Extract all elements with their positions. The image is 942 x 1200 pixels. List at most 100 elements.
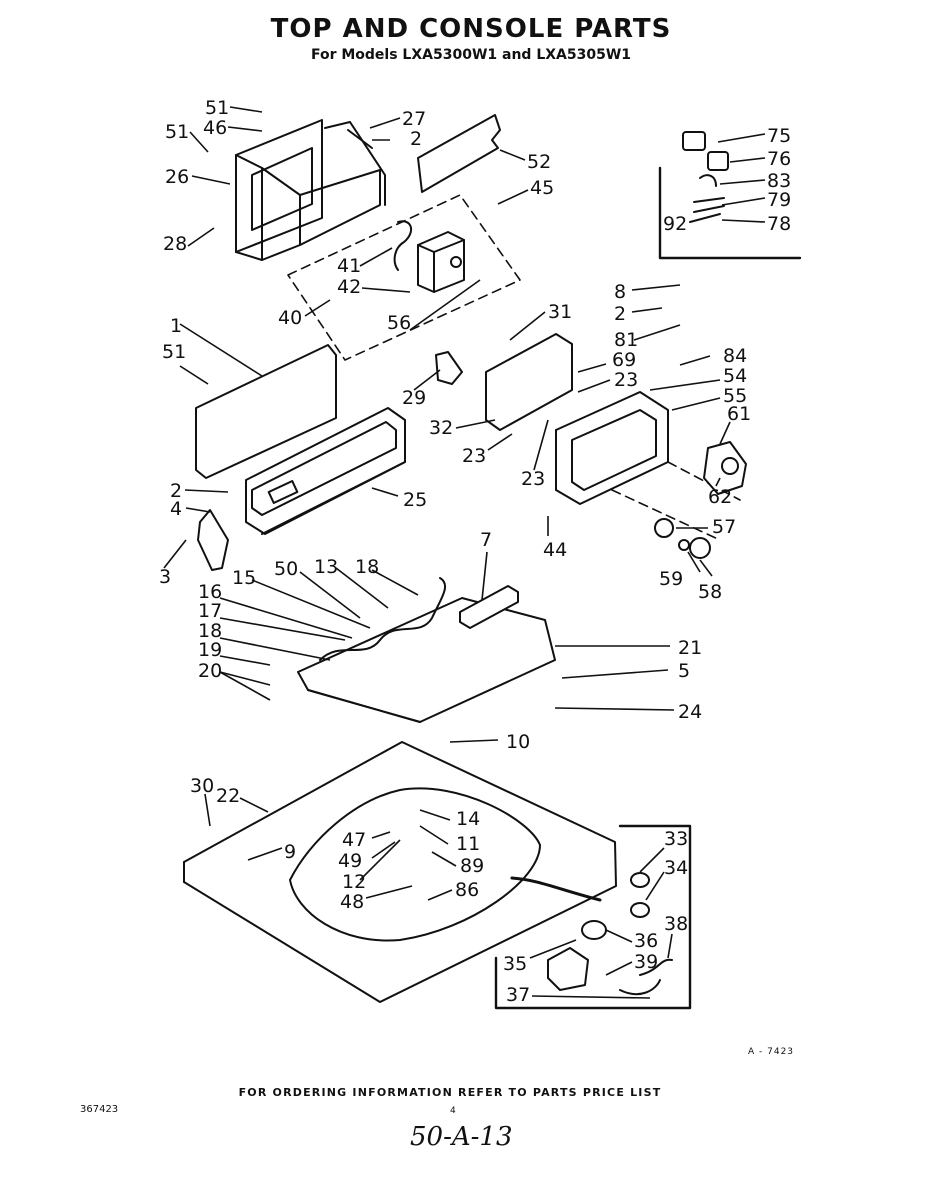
callout-label: 2 (170, 480, 182, 502)
callout-label: 42 (337, 276, 361, 298)
switch-plate-part (485, 333, 573, 431)
gasket-part (630, 902, 650, 918)
callout-label: 20 (198, 660, 222, 682)
timer-motor-part (417, 231, 465, 293)
callout-label: 15 (232, 567, 256, 589)
hose-part (619, 958, 673, 996)
callout-label: 41 (337, 255, 361, 277)
callout-label: 79 (767, 189, 791, 211)
inset-frame (494, 824, 692, 1010)
callout-label: 30 (190, 775, 214, 797)
callout-label: 46 (203, 117, 227, 139)
callout-label: 17 (198, 600, 222, 622)
cabinet-top-part (183, 741, 617, 1003)
callout-label: 27 (402, 108, 426, 130)
callout-label: 57 (712, 516, 736, 538)
callout-label: 47 (342, 829, 366, 851)
wire-lead-part (393, 220, 413, 271)
callout-label: 39 (634, 951, 658, 973)
callout-label: 7 (480, 529, 492, 551)
callout-label: 2 (614, 303, 626, 325)
callout-label: 32 (429, 417, 453, 439)
callout-label: 19 (198, 639, 222, 661)
lid-handle-part (459, 585, 519, 629)
callout-label: 13 (314, 556, 338, 578)
callout-label: 58 (698, 581, 722, 603)
clip-part (707, 151, 729, 171)
hose-part (510, 876, 602, 902)
callout-label: 44 (543, 539, 567, 561)
reference-code: A - 7423 (748, 1047, 795, 1057)
callout-label: 26 (165, 166, 189, 188)
control-panel-part (195, 344, 337, 479)
console-bracket-part (235, 119, 386, 261)
washer-part (654, 518, 674, 538)
callout-label: 38 (664, 913, 688, 935)
callout-label: 54 (723, 365, 747, 387)
callout-label: 23 (614, 369, 638, 391)
callout-label: 10 (506, 731, 530, 753)
callout-label: 33 (664, 828, 688, 850)
callout-label: 49 (338, 850, 362, 872)
callout-label: 23 (521, 468, 545, 490)
wire-harness-part (689, 197, 725, 223)
callout-label: 5 (678, 660, 690, 682)
wire-harness-part (319, 577, 446, 661)
nut-part (689, 537, 711, 559)
door-frame-part (555, 391, 669, 505)
pump-part (547, 947, 589, 991)
door-outline (667, 461, 741, 501)
callout-label: 40 (278, 307, 302, 329)
callout-label: 3 (159, 566, 171, 588)
callout-label: 24 (678, 701, 702, 723)
knob-part (721, 457, 739, 475)
callout-label: 83 (767, 170, 791, 192)
gasket-part (630, 872, 650, 888)
switch-part (435, 351, 463, 385)
callout-label: 16 (198, 581, 222, 603)
callout-label: 61 (727, 403, 751, 425)
callout-label: 14 (456, 808, 480, 830)
callout-label: 45 (530, 177, 554, 199)
callout-label: 55 (723, 385, 747, 407)
callout-label: 35 (503, 953, 527, 975)
ordering-note: FOR ORDERING INFORMATION REFER TO PARTS … (238, 1086, 662, 1099)
callout-label: 86 (455, 879, 479, 901)
callout-label: 4 (170, 498, 182, 520)
end-cap-part (197, 509, 229, 571)
callout-label: 2 (410, 128, 422, 150)
callout-label: 51 (162, 341, 186, 363)
inset-frame (658, 166, 802, 260)
callout-label: 9 (284, 841, 296, 863)
callout-label: 23 (462, 445, 486, 467)
callout-label: 25 (403, 489, 427, 511)
callout-label: 36 (634, 930, 658, 952)
door-outline (611, 489, 721, 541)
callout-label: 48 (340, 891, 364, 913)
callout-label: 69 (612, 349, 636, 371)
callout-label: 18 (355, 556, 379, 578)
callout-label: 89 (460, 855, 484, 877)
callout-label: 8 (614, 281, 626, 303)
handwritten-note: 50-A-13 (410, 1122, 513, 1152)
console-part (245, 407, 406, 535)
spacer-part (678, 539, 690, 551)
callout-label: 59 (659, 568, 683, 590)
callout-label: 92 (663, 213, 687, 235)
page-number: 4 (450, 1106, 456, 1116)
bracket-part (417, 114, 501, 193)
callout-label: 37 (506, 984, 530, 1006)
terminal-part (699, 174, 717, 187)
knob-housing-part (703, 441, 747, 495)
callout-label: 1 (170, 315, 182, 337)
seal-part (581, 920, 607, 940)
callout-label: 84 (723, 345, 747, 367)
callout-label: 28 (163, 233, 187, 255)
document-number: 367423 (80, 1104, 119, 1115)
callout-label: 75 (767, 125, 791, 147)
timer-assembly-outline (287, 194, 521, 361)
callout-label: 51 (205, 97, 229, 119)
callout-label: 29 (402, 387, 426, 409)
top-cover-part (297, 597, 556, 723)
